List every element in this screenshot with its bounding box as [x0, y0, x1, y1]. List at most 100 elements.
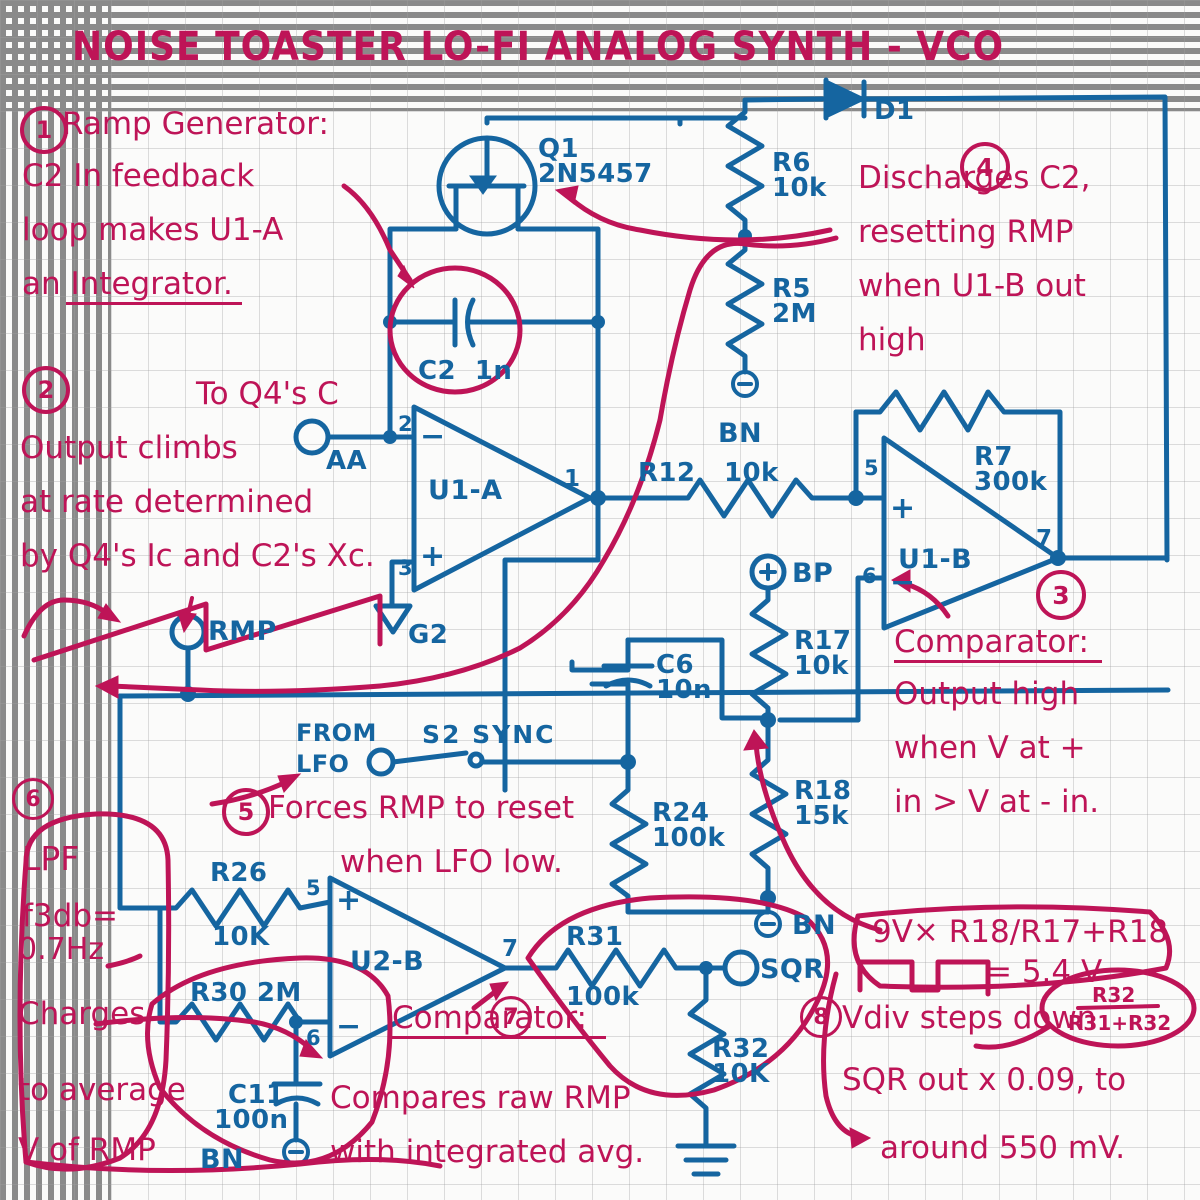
label-r24-value: 100k [652, 823, 726, 853]
callout-badge-6: 6 [12, 778, 54, 820]
label-c11-ref: C11 [228, 1080, 285, 1110]
label-r31-value: 100k [566, 982, 640, 1012]
u1b-plus-glyph: + [890, 491, 916, 526]
callout-badge-2: 2 [22, 366, 70, 414]
label-sqr: SQR [760, 954, 825, 985]
callout-7-line-2: Compares raw RMP [330, 1080, 631, 1116]
callout-5-line-1: Forces RMP to reset [268, 790, 575, 826]
callout-8-line-1: Vdiv steps down [842, 1000, 1097, 1036]
callout-6-line-4: Charges [18, 996, 146, 1032]
label-r18-ref: R18 [794, 776, 852, 806]
callout-3-line-1: Comparator: [894, 624, 1089, 660]
label-r32-value: 10K [712, 1059, 770, 1089]
label-rmp: RMP [208, 616, 277, 647]
label-r5-ref: R5 [772, 274, 811, 304]
callout-badge-8: 8 [800, 996, 842, 1038]
label-g2: G2 [408, 620, 449, 650]
label-bn-right: BN [792, 910, 836, 941]
label-r17-value: 10k [794, 651, 849, 681]
pin-u1a-2: 2 [398, 412, 414, 436]
callout-1-line-1: Ramp Generator: [62, 106, 329, 142]
note-divider-denominator: R31+R32 [1068, 1011, 1172, 1035]
callout-badge-4: 4 [960, 142, 1010, 192]
callout-4-line-1: Discharges C2, [858, 160, 1091, 196]
label-r17-ref: R17 [794, 626, 852, 656]
note-formula-bias: 9V× R18/R17+R18 [872, 914, 1169, 950]
callout-6-line-3: 0.7Hz [18, 932, 105, 967]
label-r7-ref: R7 [974, 442, 1013, 472]
label-r30: R30 2M [190, 978, 302, 1008]
callout-1-line-4: an Integrator. [22, 266, 233, 302]
label-bn-top: BN [718, 418, 762, 449]
callout-3-line-2: Output high [894, 676, 1080, 712]
callout-7-line-3: with integrated avg. [330, 1134, 645, 1170]
callout-badge-5: 5 [222, 788, 270, 836]
pin-u1b-5: 5 [864, 456, 880, 480]
u1a-plus-glyph: + [420, 539, 446, 574]
callout-7-underline [392, 1036, 606, 1039]
label-r24-ref: R24 [652, 798, 710, 828]
label-c2: C2 1n [418, 356, 513, 386]
label-r7-value: 300k [974, 467, 1048, 497]
u2b-plus-glyph: + [336, 883, 362, 918]
pin-u1a-1: 1 [564, 466, 581, 492]
callout-4-line-4: high [858, 322, 926, 358]
label-r31-ref: R31 [566, 922, 624, 952]
pin-u1a-3: 3 [398, 556, 414, 580]
label-bn-mid: BN [200, 1144, 244, 1175]
label-c11-value: 100n [214, 1105, 289, 1135]
label-from-lfo: FROM LFO [296, 719, 377, 779]
label-r6-value: 10k [772, 173, 827, 203]
page-title: NOISE TOASTER LO-FI ANALOG SYNTH - VCO [72, 24, 1005, 70]
callout-badge-1: 1 [20, 106, 68, 154]
label-s2-sync: S2 SYNC [422, 720, 556, 749]
u1b-minus-glyph: − [890, 565, 916, 600]
callout-1-line-2: C2 In feedback [22, 158, 255, 194]
label-u1a: U1-A [428, 475, 503, 506]
callout-7-line-1: Comparator: [392, 1000, 587, 1036]
note-divider-numerator: R32 [1092, 983, 1136, 1007]
callout-5-line-2: when LFO low. [340, 844, 563, 880]
callout-1-underline [66, 302, 242, 305]
callout-6-line-5: to average [18, 1072, 186, 1108]
label-q1-ref: Q1 [538, 134, 579, 164]
pin-u1b-7: 7 [1036, 526, 1053, 552]
callout-6-line-2: f3db= [22, 898, 118, 934]
pin-u1b-6: 6 [862, 564, 878, 588]
label-r18-value: 15k [794, 801, 849, 831]
label-r26-ref: R26 [210, 858, 268, 888]
note-formula-bias-result: = 5.4 V [986, 954, 1103, 990]
pin-u2b-7: 7 [502, 936, 519, 962]
pin-u2b-6: 6 [306, 1026, 322, 1050]
callout-8-line-2: SQR out x 0.09, to [842, 1062, 1127, 1098]
callout-6-line-1: LPF [22, 839, 80, 878]
callout-4-line-3: when U1-B out [858, 268, 1086, 304]
label-aa: AA [326, 446, 368, 476]
label-r26-value: 10K [212, 922, 270, 952]
note-to-q4-c: To Q4's C [196, 376, 339, 412]
u2b-minus-glyph: − [336, 1009, 362, 1044]
callout-8-line-3: around 550 mV. [880, 1130, 1126, 1166]
callout-3-line-3: when V at + [894, 730, 1086, 766]
callout-3-underline [894, 660, 1102, 663]
callout-2-line-1: Output climbs [20, 430, 238, 466]
callout-2-line-2: at rate determined [20, 484, 314, 520]
label-d1: D1 [874, 96, 915, 126]
label-r12-value: 10k [724, 458, 779, 488]
label-u2b: U2-B [350, 946, 425, 977]
callout-2-line-3: by Q4's Ic and C2's Xc. [20, 538, 375, 574]
callout-6-line-6: V of RMP [18, 1132, 156, 1168]
label-r5-value: 2M [772, 299, 817, 329]
callout-badge-3: 3 [1036, 570, 1086, 620]
pin-u2b-5: 5 [306, 876, 322, 900]
label-r6-ref: R6 [772, 148, 811, 178]
label-r12-ref: R12 [638, 458, 696, 488]
u1a-minus-glyph: − [420, 419, 446, 454]
callout-3-line-4: in > V at - in. [894, 784, 1100, 820]
label-c6-value: 10n [656, 675, 712, 705]
label-q1-value: 2N5457 [538, 159, 653, 189]
label-r32-ref: R32 [712, 1034, 770, 1064]
